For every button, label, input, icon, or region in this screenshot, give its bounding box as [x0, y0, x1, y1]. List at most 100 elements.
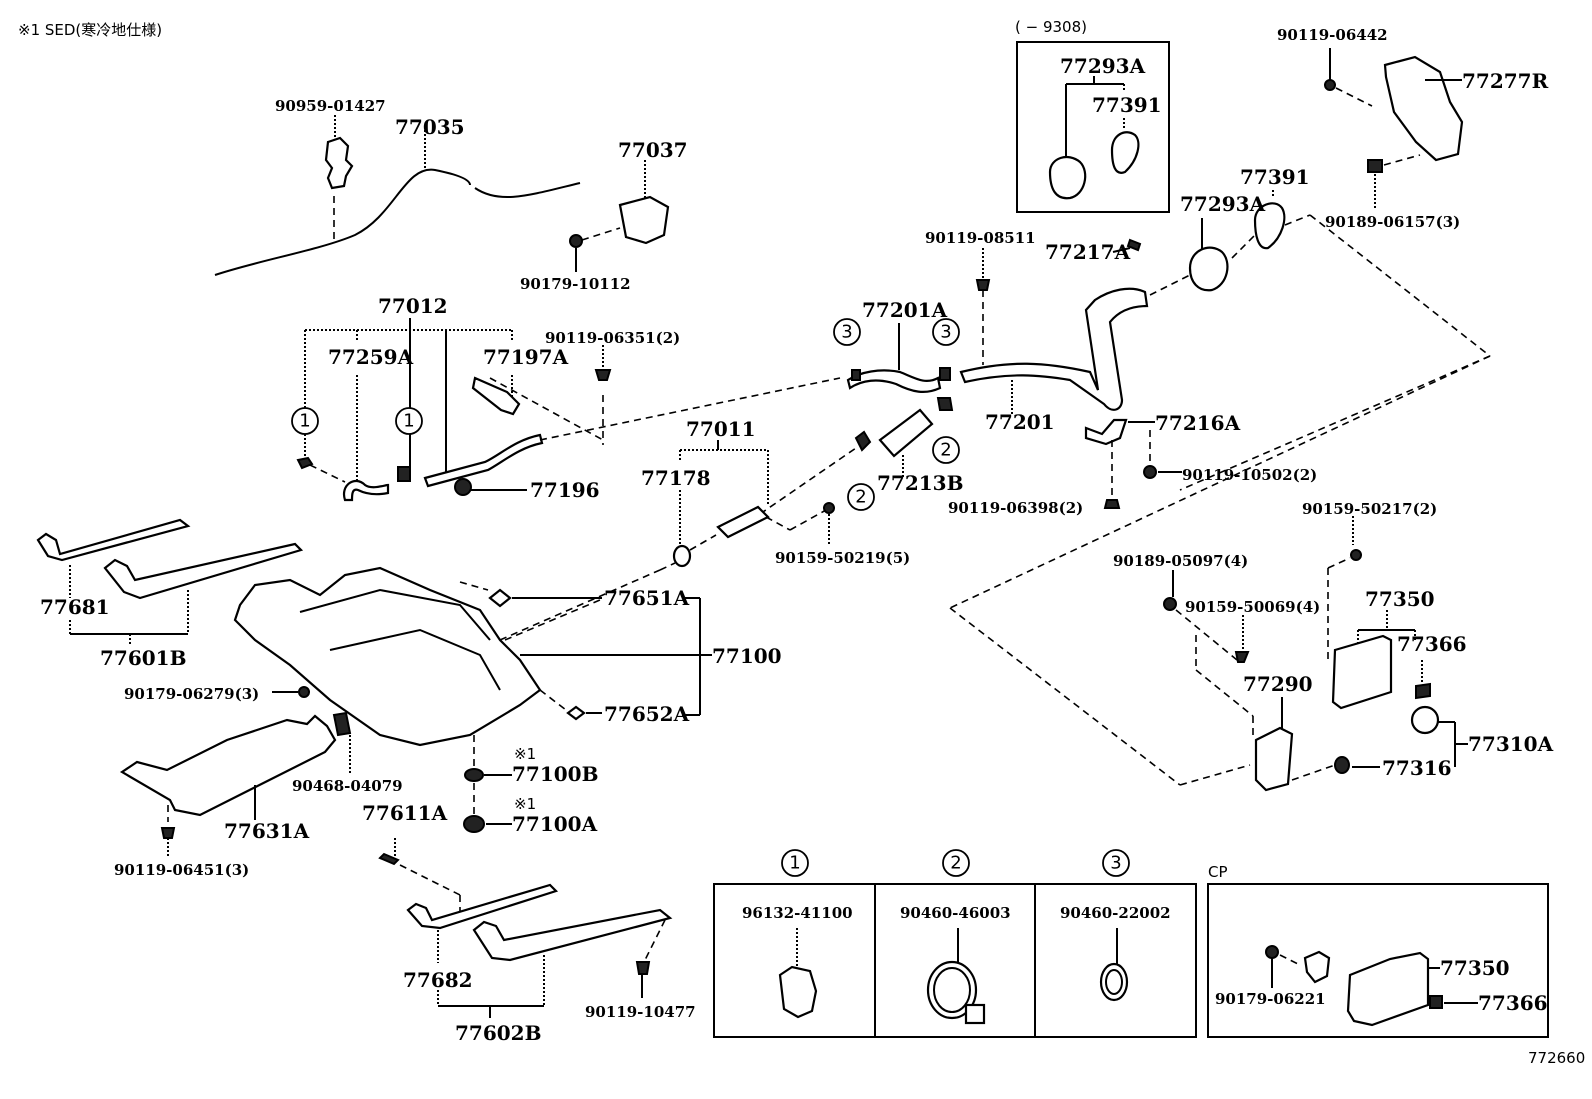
label-90189-06157[interactable]: 90189-06157(3)	[1325, 213, 1460, 231]
label-77178[interactable]: 77178	[641, 466, 711, 490]
clamp-part-1[interactable]: 96132-41100	[742, 904, 853, 922]
fuel-cap-77293a-icon[interactable]	[1188, 246, 1229, 292]
label-inset-77391[interactable]: 77391	[1092, 93, 1162, 117]
clamp-column-3[interactable]: 3 90460-22002	[1060, 849, 1171, 1002]
label-77035[interactable]: 77035	[395, 115, 465, 139]
valve-77196-icon[interactable]	[454, 478, 472, 496]
label-77310a[interactable]: 77310A	[1468, 732, 1554, 756]
label-77037[interactable]: 77037	[618, 138, 688, 162]
label-77652a[interactable]: 77652A	[604, 702, 690, 726]
callout-1-mid[interactable]	[395, 407, 423, 435]
sender-gauge-77011-icon[interactable]	[716, 505, 770, 539]
lid-lock-control-icon[interactable]	[618, 195, 670, 245]
cushion-77100a-icon[interactable]	[463, 815, 485, 833]
fuel-tank-77100-icon[interactable]	[233, 566, 542, 747]
label-77611a[interactable]: 77611A	[362, 801, 448, 825]
label-77366[interactable]: 77366	[1397, 632, 1467, 656]
tank-band-right-icon[interactable]	[103, 542, 304, 600]
label-77100[interactable]: 77100	[712, 644, 782, 668]
label-77100b[interactable]: 77100B	[512, 762, 598, 786]
heat-shield-77631a-icon[interactable]	[119, 714, 337, 817]
label-77217a[interactable]: 77217A	[1045, 240, 1131, 264]
bracket-77216a-icon[interactable]	[1084, 418, 1128, 446]
label-77259a[interactable]: 77259A	[328, 345, 414, 369]
label-77201a[interactable]: 77201A	[862, 298, 948, 322]
label-77290[interactable]: 77290	[1243, 672, 1313, 696]
label-77196[interactable]: 77196	[530, 478, 600, 502]
label-77213b[interactable]: 77213B	[877, 471, 963, 495]
tank-band-77681-icon[interactable]	[36, 518, 191, 562]
label-77197a[interactable]: 77197A	[483, 345, 569, 369]
label-77682[interactable]: 77682	[403, 968, 473, 992]
cp-label-77366[interactable]: 77366	[1478, 991, 1548, 1015]
hose-77259a-icon[interactable]	[342, 479, 390, 502]
cp-label-90179-06221[interactable]: 90179-06221	[1215, 990, 1326, 1008]
clamp-part-2[interactable]: 90460-46003	[900, 904, 1011, 922]
label-77201[interactable]: 77201	[985, 410, 1055, 434]
callout-3-left[interactable]	[833, 318, 861, 346]
label-90179-10112[interactable]: 90179-10112	[520, 275, 631, 293]
label-90119-10502[interactable]: 90119-10502(2)	[1182, 466, 1317, 484]
callout-3-right[interactable]	[932, 318, 960, 346]
label-90119-06442[interactable]: 90119-06442	[1277, 26, 1388, 44]
label-90159-50219[interactable]: 90159-50219(5)	[775, 549, 910, 567]
label-90959-01427[interactable]: 90959-01427	[275, 97, 386, 115]
label-77602b[interactable]: 77602B	[455, 1021, 541, 1045]
clamp-column-1[interactable]: 1 96132-41100	[742, 849, 853, 1019]
cp-label-77350[interactable]: 77350	[1440, 956, 1510, 980]
cp-bumper-icon[interactable]	[1429, 995, 1443, 1009]
vent-tube-icon[interactable]	[423, 433, 544, 488]
label-77216a[interactable]: 77216A	[1155, 411, 1241, 435]
tank-band-77682-icon[interactable]	[406, 883, 559, 930]
label-77651a[interactable]: 77651A	[604, 586, 690, 610]
label-90119-06398[interactable]: 90119-06398(2)	[948, 499, 1083, 517]
clip-77217a-icon[interactable]	[1126, 238, 1142, 252]
inset-gasket-77391-icon[interactable]	[1110, 131, 1140, 174]
pad-77651a-icon[interactable]	[488, 588, 512, 608]
label-90119-06351[interactable]: 90119-06351(2)	[545, 329, 680, 347]
breather-hose-77201a-icon[interactable]	[846, 369, 942, 394]
lid-hinge-77290-icon[interactable]	[1254, 726, 1294, 792]
label-90189-05097[interactable]: 90189-05097(4)	[1113, 552, 1248, 570]
label-77350[interactable]: 77350	[1365, 587, 1435, 611]
label-77011[interactable]: 77011	[686, 417, 756, 441]
filler-pipe-77201-icon[interactable]	[959, 287, 1149, 411]
label-90119-06451[interactable]: 90119-06451(3)	[114, 861, 249, 879]
label-90179-06279[interactable]: 90179-06279(3)	[124, 685, 259, 703]
gasket-77178-icon[interactable]	[672, 544, 692, 568]
label-77631a[interactable]: 77631A	[224, 819, 310, 843]
label-77012[interactable]: 77012	[378, 294, 448, 318]
lever-bracket-icon[interactable]	[324, 136, 354, 190]
fuel-lid-box-77277r-icon[interactable]	[1383, 55, 1464, 162]
bumper-77366-icon[interactable]	[1415, 682, 1431, 700]
callout-2-lower[interactable]	[847, 483, 875, 511]
label-77277r[interactable]: 77277R	[1462, 69, 1549, 93]
label-90119-10477[interactable]: 90119-10477	[585, 1003, 696, 1021]
clamp-column-2[interactable]: 2 90460-46003	[900, 849, 1011, 1025]
cushion-77100b-icon[interactable]	[464, 768, 484, 782]
label-inset-77293a[interactable]: 77293A	[1060, 54, 1146, 78]
label-77293a[interactable]: 77293A	[1180, 192, 1266, 216]
lid-lock-77310a-icon[interactable]	[1410, 705, 1440, 735]
label-77316[interactable]: 77316	[1382, 756, 1452, 780]
hose-77213b-icon[interactable]	[878, 408, 934, 458]
tank-band-lower-right-icon[interactable]	[472, 908, 673, 962]
pad-77652a-icon[interactable]	[566, 705, 586, 721]
grommet-77316-icon[interactable]	[1334, 756, 1350, 774]
label-77681[interactable]: 77681	[40, 595, 110, 619]
label-90468-04079[interactable]: 90468-04079	[292, 777, 403, 795]
label-90159-50069[interactable]: 90159-50069(4)	[1185, 598, 1320, 616]
clamp-part-3[interactable]: 90460-22002	[1060, 904, 1171, 922]
label-77100a[interactable]: 77100A	[512, 812, 598, 836]
callout-2-upper[interactable]	[932, 436, 960, 464]
bracket-77197a-icon[interactable]	[471, 376, 521, 416]
inset-cap-77293a-icon[interactable]	[1048, 155, 1087, 200]
callout-1-left[interactable]	[291, 407, 319, 435]
fuel-lid-77350-icon[interactable]	[1331, 634, 1393, 710]
label-77391[interactable]: 77391	[1240, 165, 1310, 189]
gasket-77391-icon[interactable]	[1253, 202, 1286, 250]
label-77601b[interactable]: 77601B	[100, 646, 186, 670]
label-90159-50217[interactable]: 90159-50217(2)	[1302, 500, 1437, 518]
label-90119-08511[interactable]: 90119-08511	[925, 229, 1036, 247]
cp-fuel-lid-icon[interactable]	[1346, 951, 1430, 1027]
